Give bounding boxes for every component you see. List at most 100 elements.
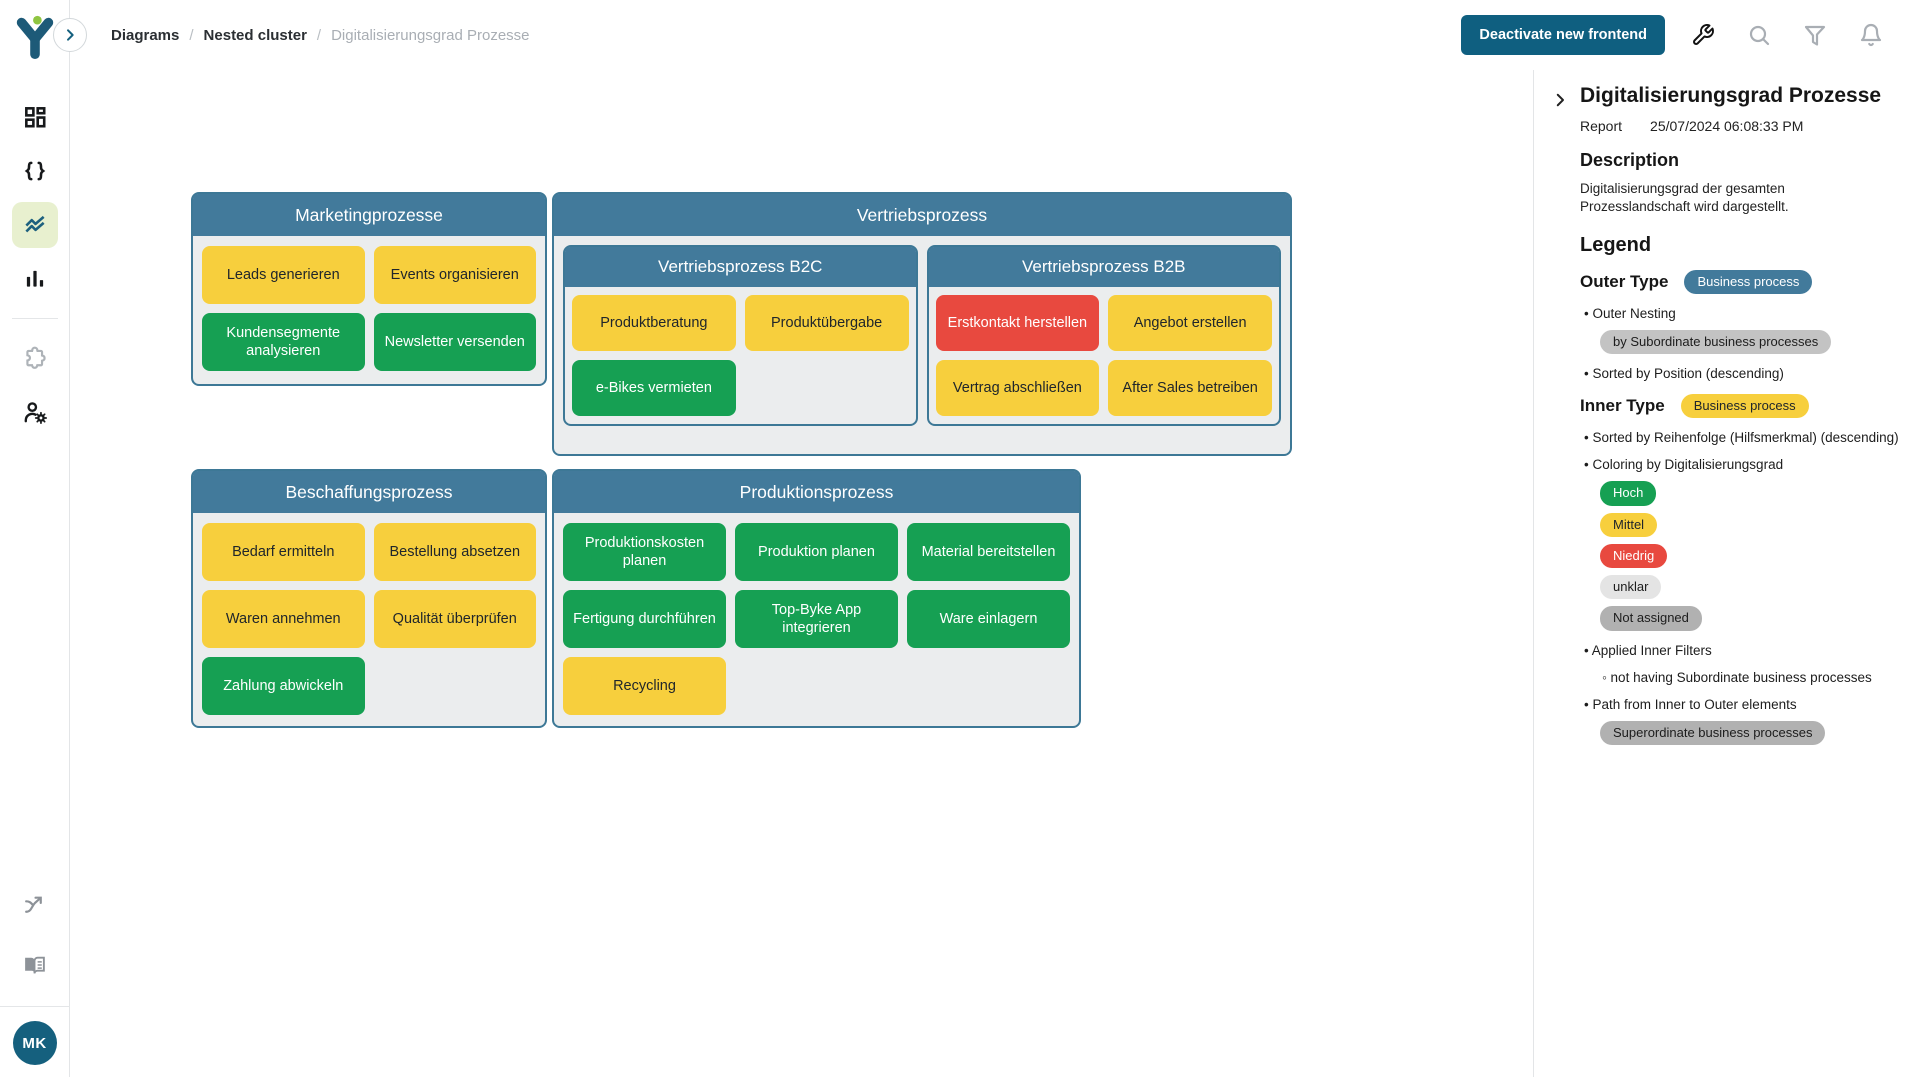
breadcrumb-separator: / xyxy=(316,26,322,44)
process-node[interactable]: Produktionskosten planen xyxy=(563,523,726,581)
cluster-body: Produktionskosten planen Produktion plan… xyxy=(554,513,1079,725)
puzzle-icon xyxy=(25,346,46,369)
cluster-title[interactable]: Produktionsprozess xyxy=(554,471,1079,513)
cluster-vertriebsprozess-b2c: Vertriebsprozess B2C Produktberatung Pro… xyxy=(563,245,918,426)
report-meta: Report 25/07/2024 06:08:33 PM xyxy=(1580,118,1913,134)
process-node[interactable]: After Sales betreiben xyxy=(1108,360,1272,416)
process-node[interactable]: Fertigung durchführen xyxy=(563,590,726,648)
breadcrumb-separator: / xyxy=(189,26,194,44)
search-button[interactable] xyxy=(1731,23,1787,47)
cluster-body: Vertriebsprozess B2C Produktberatung Pro… xyxy=(554,236,1290,435)
sidebar-item-integrations[interactable] xyxy=(12,882,58,928)
process-node[interactable]: Top-Byke App integrieren xyxy=(735,590,898,648)
process-node[interactable]: Produktübergabe xyxy=(744,295,909,351)
process-node[interactable]: Recycling xyxy=(563,657,726,715)
sidebar-item-dashboard[interactable] xyxy=(12,94,58,140)
sidebar-item-diagrams[interactable] xyxy=(11,202,58,248)
user-avatar[interactable]: MK xyxy=(12,1021,57,1065)
process-node[interactable]: Events organisieren xyxy=(373,246,536,304)
sidebar-expand-button[interactable] xyxy=(53,18,87,52)
breadcrumb-nested-cluster[interactable]: Nested cluster xyxy=(203,26,307,44)
app-logo[interactable] xyxy=(0,0,70,72)
cluster-title[interactable]: Vertriebsprozess B2C xyxy=(565,247,916,287)
chevron-right-icon xyxy=(1556,93,1564,107)
report-datetime: 25/07/2024 06:08:33 PM xyxy=(1650,118,1804,134)
breadcrumb-diagrams[interactable]: Diagrams xyxy=(111,26,180,44)
topbar: Diagrams / Nested cluster / Digitalisier… xyxy=(53,0,1917,70)
process-node[interactable]: Ware einlagern xyxy=(907,590,1070,648)
process-node[interactable]: Bestellung absetzen xyxy=(373,523,536,581)
legend-badge-niedrig: Niedrig xyxy=(1600,543,1668,569)
page-title: Digitalisierungsgrad Prozesse xyxy=(1580,84,1882,107)
cluster-produktionsprozess: Produktionsprozess Produktionskosten pla… xyxy=(552,469,1081,728)
bar-chart-icon xyxy=(26,270,43,287)
topbar-actions: Deactivate new frontend xyxy=(1461,15,1899,55)
inner-type-badge: Business process xyxy=(1680,394,1809,419)
legend-badge-not-assigned: Not assigned xyxy=(1600,606,1702,631)
path-badge: Superordinate business processes xyxy=(1600,720,1826,745)
process-node[interactable]: Zahlung abwickeln xyxy=(202,657,365,715)
process-node[interactable]: Produktberatung xyxy=(572,295,736,351)
notifications-button[interactable] xyxy=(1843,23,1899,47)
sidebar-item-documentation[interactable] xyxy=(12,942,58,988)
inner-type-label: Inner Type xyxy=(1580,396,1665,416)
process-node[interactable]: Erstkontakt herstellen xyxy=(935,295,1100,351)
sidebar-nav xyxy=(0,94,69,435)
process-node[interactable]: Leads generieren xyxy=(202,246,365,304)
legend-subbullet-filter: not having Subordinate business processe… xyxy=(1602,670,1913,685)
cluster-body: Leads generieren Events organisieren Kun… xyxy=(193,236,545,381)
trend-lines-icon xyxy=(24,215,45,233)
outer-type-label: Outer Type xyxy=(1580,271,1669,291)
legend-bullet-inner-sorted: Sorted by Reihenfolge (Hilfsmerkmal) (de… xyxy=(1584,430,1913,445)
cluster-title[interactable]: Marketingprozesse xyxy=(193,194,545,236)
sidebar: MK xyxy=(0,0,70,1077)
diagram-canvas[interactable]: Marketingprozesse Leads generieren Event… xyxy=(71,70,1533,1077)
process-node[interactable]: e-Bikes vermieten xyxy=(572,360,736,416)
sidebar-bottom: MK xyxy=(0,882,70,1077)
outer-type-badge: Business process xyxy=(1684,269,1813,294)
legend-bullet-outer-nesting: Outer Nesting xyxy=(1584,306,1913,321)
search-icon xyxy=(1749,25,1770,46)
coloring-legend: Hoch Mittel Niedrig unklar Not assigned xyxy=(1600,481,1913,631)
cluster-title[interactable]: Beschaffungsprozess xyxy=(193,471,545,513)
logo-y-icon xyxy=(16,15,53,59)
legend-bullet-outer-sorted: Sorted by Position (descending) xyxy=(1584,366,1913,381)
process-node[interactable]: Newsletter versenden xyxy=(373,313,536,371)
filter-button[interactable] xyxy=(1787,23,1843,47)
sidebar-item-user-admin[interactable] xyxy=(12,389,58,435)
sidebar-item-reports[interactable] xyxy=(12,256,58,302)
breadcrumb: Diagrams / Nested cluster / Digitalisier… xyxy=(111,27,530,44)
process-node[interactable]: Kundensegmente analysieren xyxy=(202,313,365,371)
user-settings-icon xyxy=(24,402,47,425)
cluster-vertriebsprozess: Vertriebsprozess Vertriebsprozess B2C Pr… xyxy=(552,192,1292,456)
cluster-beschaffungsprozess: Beschaffungsprozess Bedarf ermitteln Bes… xyxy=(191,469,547,728)
report-label: Report xyxy=(1580,118,1623,134)
book-icon xyxy=(25,956,45,974)
cluster-marketingprozesse: Marketingprozesse Leads generieren Event… xyxy=(191,192,547,386)
admin-tools-button[interactable] xyxy=(1675,23,1731,47)
deactivate-new-frontend-button[interactable]: Deactivate new frontend xyxy=(1461,15,1665,55)
sidebar-item-code[interactable] xyxy=(12,148,58,194)
process-node[interactable]: Bedarf ermitteln xyxy=(202,523,365,581)
process-node[interactable]: Waren annehmen xyxy=(202,590,365,648)
cluster-title[interactable]: Vertriebsprozess B2B xyxy=(928,247,1279,287)
legend-badge-hoch: Hoch xyxy=(1600,481,1657,506)
code-braces-icon xyxy=(24,161,45,181)
description-text: Digitalisierungsgrad der gesamten Prozes… xyxy=(1580,181,1789,214)
sidebar-item-plugins[interactable] xyxy=(12,335,58,381)
cluster-body: Bedarf ermitteln Bestellung absetzen War… xyxy=(193,513,545,725)
legend-heading: Legend xyxy=(1580,233,1652,256)
legend-badge-unklar: unklar xyxy=(1600,575,1662,600)
cluster-title[interactable]: Vertriebsprozess xyxy=(554,194,1290,236)
panel-collapse-button[interactable] xyxy=(1546,86,1574,114)
process-node[interactable]: Angebot erstellen xyxy=(1108,295,1272,351)
process-node[interactable]: Qualität überprüfen xyxy=(373,590,536,648)
legend-bullet-path: Path from Inner to Outer elements xyxy=(1584,697,1913,712)
process-node[interactable]: Vertrag abschließen xyxy=(935,360,1100,416)
breadcrumb-current-page: Digitalisierungsgrad Prozesse xyxy=(331,26,530,44)
cluster-body: Erstkontakt herstellen Angebot erstellen… xyxy=(929,287,1280,424)
process-node[interactable]: Produktion planen xyxy=(735,523,898,581)
process-node[interactable]: Material bereitstellen xyxy=(907,523,1070,581)
legend-bullet-filters: Applied Inner Filters xyxy=(1584,643,1913,658)
filter-icon xyxy=(1804,25,1826,46)
